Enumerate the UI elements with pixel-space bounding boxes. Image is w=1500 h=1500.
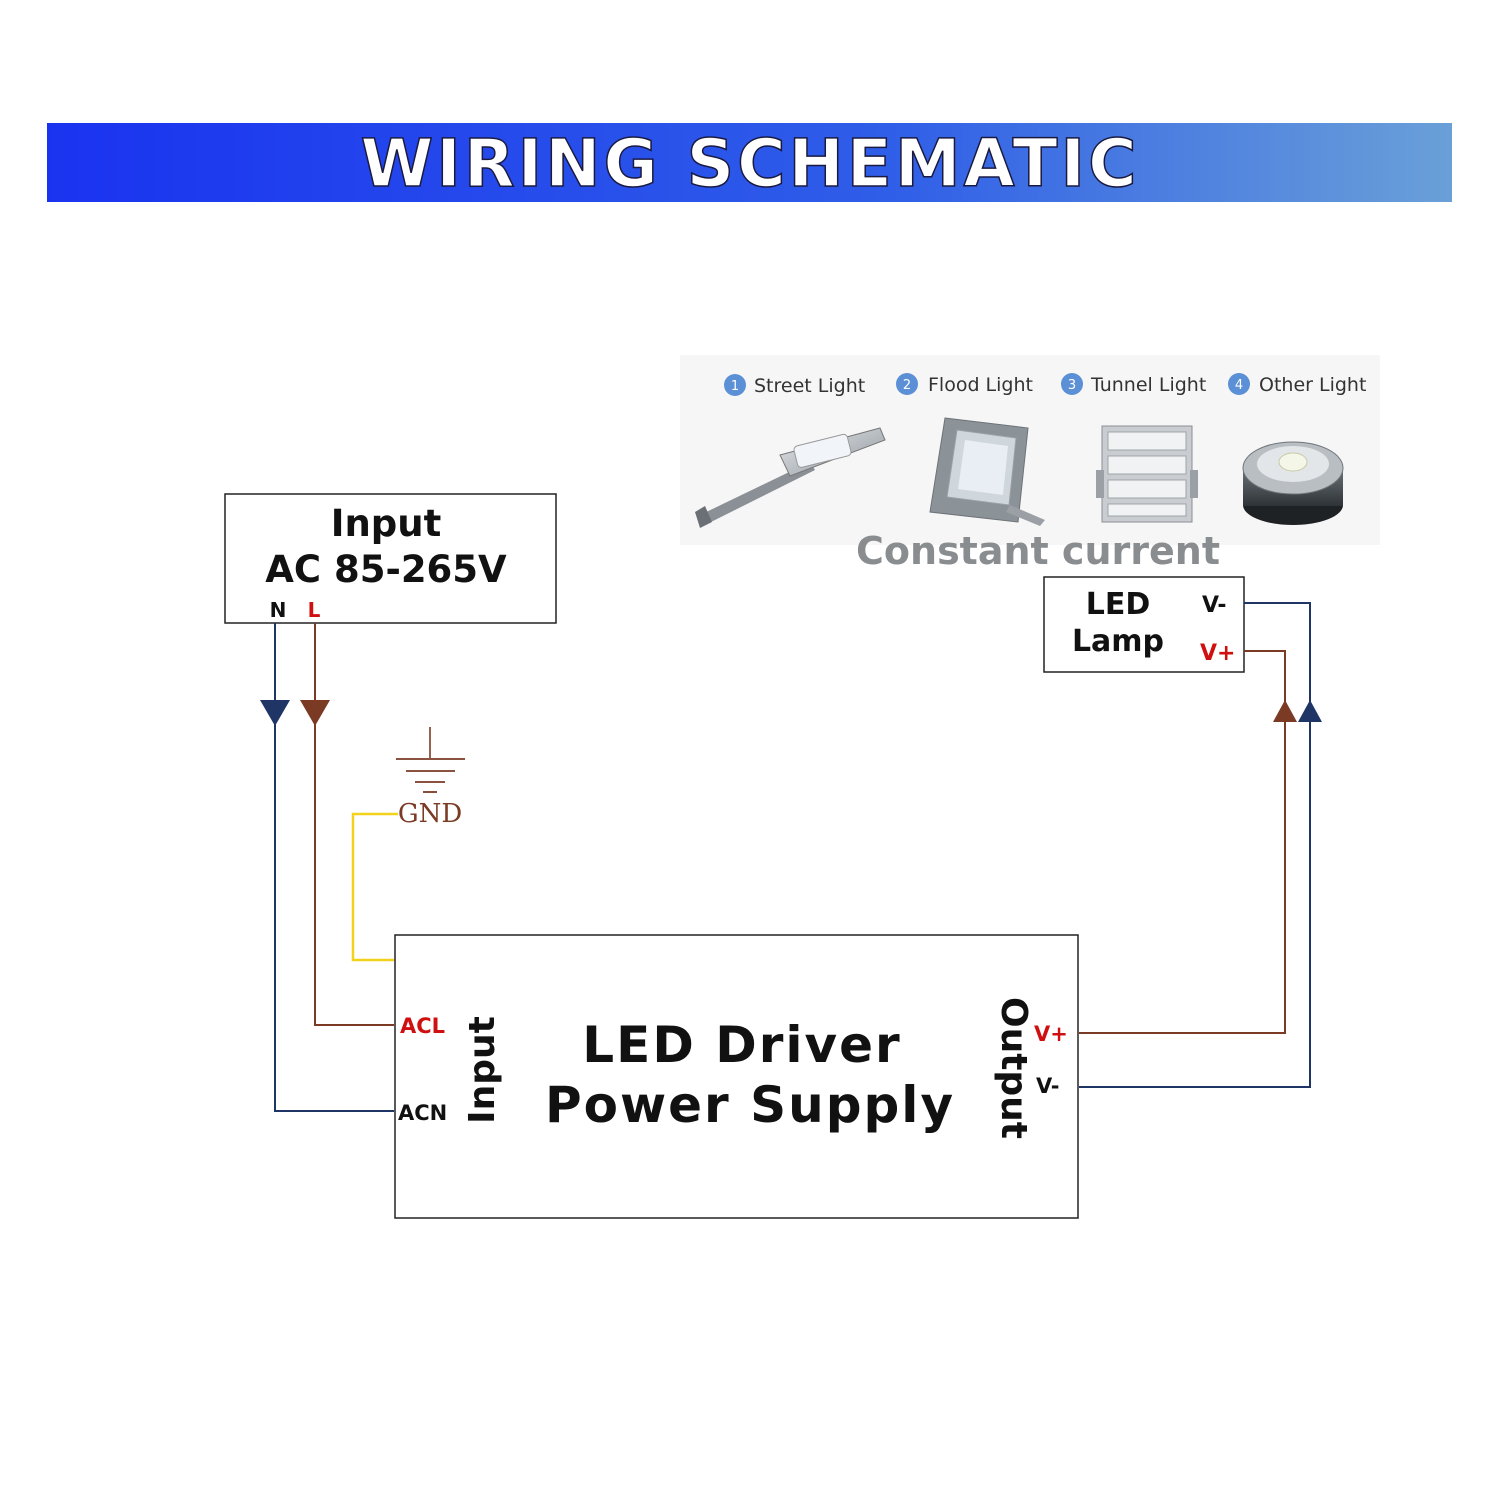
terminal-l-label: L (308, 598, 321, 622)
number-badge (896, 373, 918, 395)
input-box-voltage: AC 85-265V (265, 548, 507, 591)
live-arrow-icon (300, 700, 330, 726)
driver-output-label: Output (993, 997, 1034, 1139)
driver-title-line1: LED Driver (582, 1016, 901, 1074)
driver-title-line2: Power Supply (545, 1076, 955, 1134)
tunnel-light-icon (1096, 425, 1198, 523)
application-item-street-light: 1 Street Light (695, 374, 886, 528)
led-driver-box: LED Driver Power Supply ACL ACN Input Ou… (394, 934, 1079, 1219)
application-label: Street Light (754, 375, 865, 397)
driver-vminus-label: V- (1036, 1074, 1059, 1098)
flood-light-icon (929, 417, 1045, 526)
number-badge (1061, 373, 1083, 395)
street-light-icon (695, 427, 886, 528)
neutral-wire (260, 623, 394, 1112)
application-item-other-light: 4 Other Light (1228, 373, 1366, 525)
ground-connection: GND (351, 727, 465, 962)
negative-arrow-icon (1298, 700, 1322, 722)
positive-arrow-icon (1273, 700, 1297, 722)
input-box-title: Input (331, 502, 442, 545)
application-label: Flood Light (928, 374, 1033, 396)
ground-wire (351, 812, 398, 962)
other-light-icon (1242, 441, 1344, 525)
application-label: Tunnel Light (1090, 374, 1206, 396)
lamp-vminus-label: V- (1202, 593, 1227, 618)
driver-vplus-label: V+ (1034, 1022, 1068, 1046)
constant-current-caption: Constant current (856, 529, 1220, 573)
number-badge-text: 4 (1235, 378, 1243, 393)
applications-panel: 1 Street Light 2 Flood Light 3 (680, 355, 1380, 573)
number-badge (724, 374, 746, 396)
number-badge-text: 2 (903, 378, 911, 393)
lamp-vplus-label: V+ (1200, 641, 1235, 666)
output-negative-wire (1079, 602, 1322, 1088)
neutral-arrow-icon (260, 700, 290, 726)
application-item-tunnel-light: 3 Tunnel Light (1061, 373, 1206, 523)
acn-label: ACN (398, 1101, 447, 1125)
terminal-n-label: N (270, 598, 287, 622)
title-banner: WIRING SCHEMATIC (47, 123, 1452, 203)
number-badge-text: 1 (731, 379, 739, 394)
lamp-title-line2: Lamp (1072, 624, 1164, 659)
acl-label: ACL (400, 1014, 445, 1038)
number-badge-text: 3 (1068, 378, 1076, 393)
number-badge (1228, 373, 1250, 395)
live-wire (300, 623, 394, 1026)
ground-symbol-icon (396, 727, 465, 793)
led-lamp-box: LED Lamp V- V+ (1043, 576, 1245, 673)
input-box: Input AC 85-265V N L (224, 493, 557, 624)
output-positive-wire (1079, 650, 1297, 1034)
ground-label: GND (398, 799, 462, 829)
lamp-title-line1: LED (1086, 587, 1151, 622)
driver-input-label: Input (462, 1016, 503, 1124)
banner-title: WIRING SCHEMATIC (360, 125, 1139, 202)
application-item-flood-light: 2 Flood Light (896, 373, 1045, 526)
application-label: Other Light (1259, 374, 1366, 396)
